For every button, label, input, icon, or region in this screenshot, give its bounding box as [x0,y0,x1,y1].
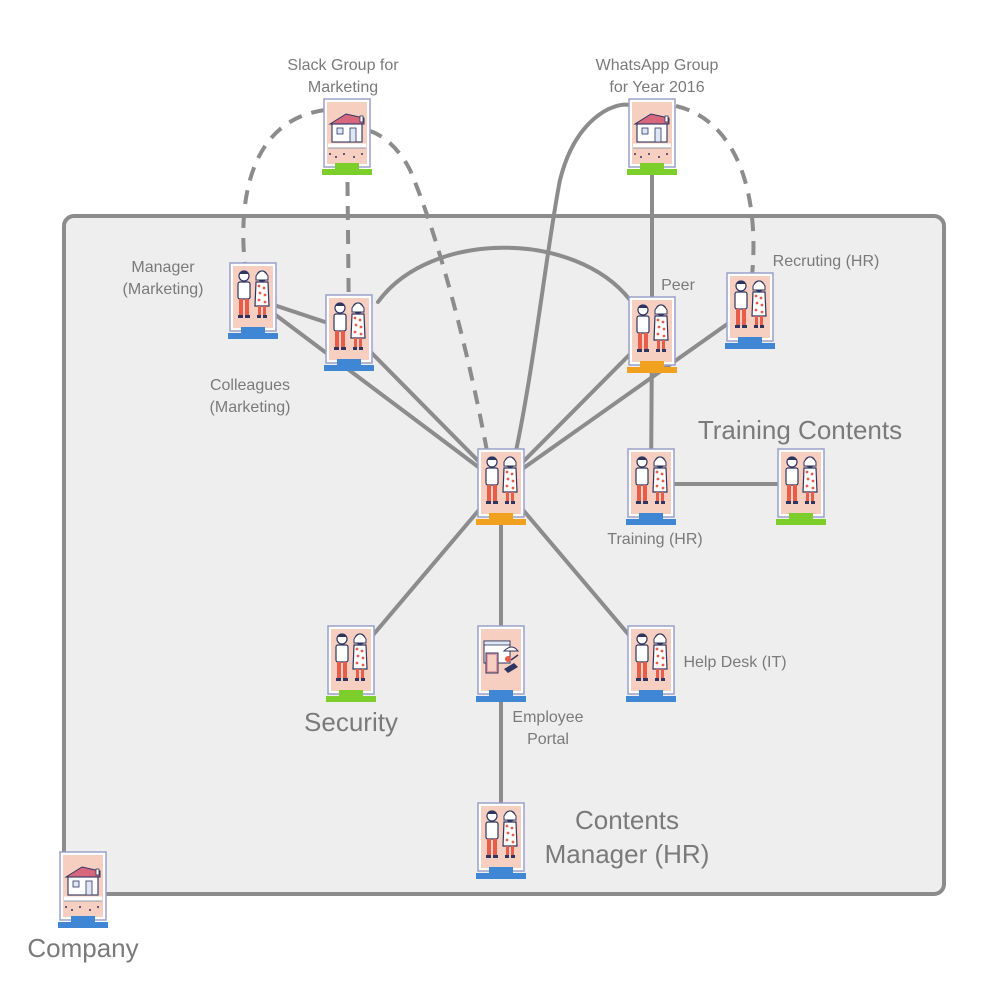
node-label-line: Portal [527,731,569,748]
node-label-line: Manager (HR) [545,839,710,869]
node-base [324,365,374,371]
node-base-top [639,513,663,519]
edge-center-to-slack [364,128,489,452]
node-label-line: WhatsApp Group [596,57,719,74]
node-base [627,169,677,175]
node-label-line: Training (HR) [607,531,702,548]
node-base [626,519,676,525]
node-base [322,169,372,175]
node-label-training: Training (HR) [607,531,702,548]
edge-center-to-colleagues [347,328,503,486]
node-label-line: Security [304,707,398,737]
node-label-line: Manager [131,259,195,276]
node-center[interactable] [476,448,526,525]
edge-colleagues-to-peer [376,245,632,304]
node-base-top [489,513,513,519]
node-helpdesk[interactable]: Help Desk (IT) [626,625,787,702]
node-label-line: Company [27,933,138,963]
node-recruiting[interactable]: Recruting (HR) [725,253,879,349]
node-whatsapp[interactable]: WhatsApp Group for Year 2016 [596,57,719,175]
node-base [476,873,526,879]
node-base-top [337,359,361,365]
node-security[interactable]: Security [304,625,398,737]
node-base-top [789,513,813,519]
node-label-company: Company [27,933,138,963]
edge-center-to-whatsapp [514,102,632,453]
node-label-line: for Year 2016 [609,79,704,96]
node-training-contents[interactable]: Training Contents [698,415,902,525]
edge-center-to-helpdesk [499,482,653,663]
node-label-line: Employee [512,709,583,726]
node-base [627,367,677,373]
node-base-top [738,337,762,343]
node-label-line: (Marketing) [123,281,204,298]
edge-center-to-recruiting [499,306,752,486]
node-base [476,696,526,702]
node-base-top [489,690,513,696]
node-label-line: Peer [661,277,695,294]
node-label-line: Slack Group for [287,57,399,74]
node-label-line: Training Contents [698,415,902,445]
node-base [228,333,278,339]
node-label-security: Security [304,707,398,737]
node-base [58,922,108,928]
node-colleagues[interactable]: Colleagues (Marketing) [210,294,374,416]
edge-center-to-manager [251,296,503,486]
node-label-line: Marketing [308,79,378,96]
node-base-top [639,690,663,696]
node-company[interactable]: Company [27,851,139,963]
node-base [725,343,775,349]
node-label-line: Colleagues [210,377,290,394]
node-label-manager: Manager (Marketing) [123,259,204,298]
edge-center-to-security [349,482,503,663]
node-label-whatsapp: WhatsApp Group for Year 2016 [596,57,719,96]
node-training[interactable]: Training (HR) [607,448,703,548]
node-base [626,696,676,702]
node-label-line: Recruting (HR) [773,253,880,270]
node-label-helpdesk: Help Desk (IT) [683,654,786,671]
node-base [476,519,526,525]
node-base [776,519,826,525]
company-container [62,214,946,896]
node-peer[interactable]: Peer [627,277,696,373]
node-base-top [339,690,363,696]
node-base-top [335,163,359,169]
edge-whatsapp-to-recruiting [675,104,756,277]
node-base-top [71,916,95,922]
node-base-top [489,867,513,873]
node-label-colleagues: Colleagues (Marketing) [210,377,291,416]
node-base-top [640,163,664,169]
node-label-line: (Marketing) [210,399,291,416]
node-label-line: Help Desk (IT) [683,654,786,671]
edge-slack-to-manager [241,108,326,267]
node-label-recruiting: Recruting (HR) [773,253,880,270]
edge-center-to-peer [499,330,654,486]
node-manager[interactable]: Manager (Marketing) [123,259,278,339]
node-label-training-contents: Training Contents [698,415,902,445]
node-base-top [241,327,265,333]
node-base-top [640,361,664,367]
node-label-line: Contents [575,805,679,835]
node-label-peer: Peer [661,277,695,294]
node-base [326,696,376,702]
